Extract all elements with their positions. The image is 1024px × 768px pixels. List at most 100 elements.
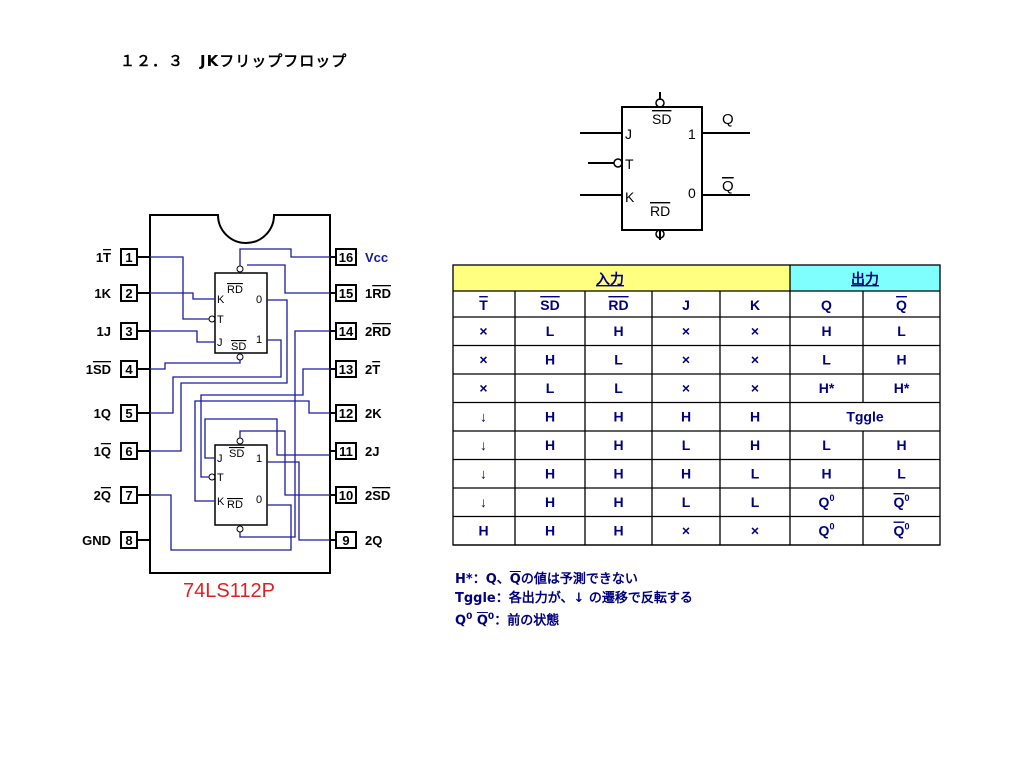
cell-r0-c6: L [897,323,906,339]
cell-r1-c4: × [751,352,759,368]
cell-r1-c6: H [896,352,906,368]
pin-number-2: 2 [125,286,132,301]
cell-r0-c0: × [479,323,487,339]
pin-number-5: 5 [125,406,132,421]
note-q0bar-key: Q [476,613,488,629]
note-hstar-key: H* [455,572,473,587]
symbol-t-label: T [625,156,634,172]
pin-label-13: 2T [365,362,380,377]
pin-number-11: 11 [339,444,353,459]
cell-r0-c2: H [613,323,623,339]
cell-r7-c3: × [682,523,690,539]
cell-r5-c2: H [613,466,623,482]
note-hstar-qbar: Q [509,572,521,587]
pin-label-2: 1K [94,286,111,301]
note-hstar: H*：Q、Qの値は予測できない [455,570,693,589]
pin-label-8: GND [82,533,111,548]
note-q0: Q0 Q0：前の状態 [455,608,693,630]
cell-r5-c0: ↓ [480,466,487,482]
pin-label-7: 2Q [94,488,111,503]
pin-label-16: Vcc [365,250,388,265]
cell-r6-c6: Q0 [894,493,910,510]
cell-r3-c0: ↓ [480,409,487,425]
ff2-j-label: J [217,453,223,465]
note-hstar-rest: の値は予測できない [520,572,638,587]
column-header-2: RD [608,297,628,313]
symbol-one-label: 1 [688,126,696,142]
cell-r3-c3: H [681,409,691,425]
cell-r3-toggle: Tggle [846,409,884,425]
cell-r4-c3: L [682,437,691,453]
cell-r6-c2: H [613,494,623,510]
pin-number-14: 14 [339,324,354,339]
cell-r4-c0: ↓ [480,437,487,453]
symbol-rd-label: RD [650,203,670,219]
column-header-3: J [682,297,690,313]
pin-number-10: 10 [339,488,353,503]
internal-flipflop-1: K RD 0 T J SD 1 [208,265,268,361]
pin-number-9: 9 [342,533,349,548]
cell-r2-c6: H* [894,380,910,396]
cell-r7-c5: Q0 [819,522,835,539]
pin-label-9: 2Q [365,533,382,548]
cell-r5-c5: H [821,466,831,482]
note-hstar-text: ：Q、 [472,572,510,587]
ff1-rd-label: RD [227,284,243,296]
pin-number-12: 12 [339,406,353,421]
pin-label-14: 2RD [365,324,391,339]
cell-r5-c3: H [681,466,691,482]
cell-r6-c1: H [545,494,555,510]
cell-r5-c4: L [751,466,760,482]
input-header: 入力 [596,271,624,287]
cell-r7-c0: H [478,523,488,539]
cell-r0-c4: × [751,323,759,339]
ff1-j-label: J [217,337,223,349]
ff2-t-label: T [217,472,224,484]
pin-number-4: 4 [125,362,133,377]
output-header-bg [790,265,940,291]
part-number: 74LS112P [183,580,275,602]
symbol-q-label: Q [722,111,734,128]
symbol-k-label: K [625,189,635,205]
pin-number-3: 3 [125,324,132,339]
cell-r1-c0: × [479,352,487,368]
note-tggle-key: Tggle [455,591,496,606]
cell-r4-c1: H [545,437,555,453]
cell-r2-c1: L [546,380,555,396]
pin-number-16: 16 [339,250,353,265]
ff1-k-label: K [217,294,225,306]
pin-label-12: 2K [365,406,382,421]
note-q0bar-sup: 0 [487,612,495,622]
cell-r4-c2: H [613,437,623,453]
note-q0-sup: 0 [466,612,473,622]
input-header-bg [453,265,790,291]
pin-label-11: 2J [365,444,379,459]
symbol-sd-label: SD [652,111,671,127]
ff2-rd-label: RD [227,499,243,511]
cell-r2-c0: × [479,380,487,396]
cell-r4-c6: H [896,437,906,453]
ff2-one-label: 1 [256,453,262,465]
cell-r3-c4: H [750,409,760,425]
pin-number-1: 1 [125,250,132,265]
cell-r0-c5: H [821,323,831,339]
pin-label-3: 1J [97,324,111,339]
legend-notes: H*：Q、Qの値は予測できない Tggle：各出力が、↓ の遷移で反転する Q0… [455,570,693,630]
cell-r6-c0: ↓ [480,494,487,510]
cell-r6-c3: L [682,494,691,510]
cell-r1-c2: L [614,352,623,368]
pin-label-10: 2SD [365,488,390,503]
internal-wiring [150,248,330,551]
column-header-6: Q [896,297,907,313]
pin-number-8: 8 [125,533,132,548]
jk-flipflop-symbol: SD J 1 T K 0 RD Q Q [580,92,750,240]
output-header: 出力 [851,271,879,287]
page-title: １２．３ JKフリップフロップ [120,52,348,70]
column-header-4: K [750,297,760,313]
cell-r3-c2: H [613,409,623,425]
column-header-5: Q [821,297,832,313]
ff1-one-label: 1 [256,334,262,346]
